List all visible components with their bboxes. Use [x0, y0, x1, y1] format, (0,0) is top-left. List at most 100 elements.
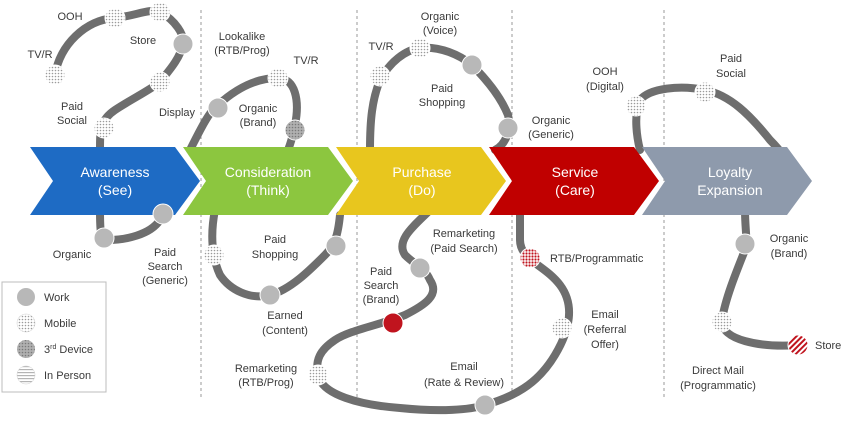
organic-voice-dot [409, 37, 431, 59]
legend-device-label: 3rd Device [44, 344, 93, 356]
stage-purchase-chevron [336, 147, 506, 215]
label-paid-search-generic-line2: Search [148, 261, 183, 273]
label-email-rate-review-line1: Email [450, 361, 478, 373]
label-organic-brand-2-line2: (Brand) [771, 248, 808, 260]
label-paid-shopping-2-line2: Shopping [419, 97, 466, 109]
earned-content-dot [259, 284, 281, 306]
label-ooh-digital-line1: OOH [592, 66, 617, 78]
label-paid-shopping-2-line1: Paid [431, 83, 453, 95]
remarketing-paid-search-dot [409, 257, 431, 279]
label-ooh: OOH [57, 11, 82, 23]
touchpoint-dots [44, 1, 809, 416]
label-email-referral-line3: Offer) [591, 339, 619, 351]
label-remarketing-paid-search-line1: Remarketing [433, 228, 495, 240]
consideration-right-dot [325, 235, 347, 257]
store-dot [172, 33, 194, 55]
rtb-programmatic-dot [519, 247, 541, 269]
label-email-referral-line1: Email [591, 309, 619, 321]
label-organic: Organic [53, 249, 92, 261]
paid-social-dot [93, 117, 115, 139]
direct-mail-dot [711, 311, 733, 333]
organic-brand-2-dot [734, 233, 756, 255]
stage-consideration-chevron [183, 147, 353, 215]
label-display: Display [159, 107, 196, 119]
label-paid-shopping-line2: Shopping [252, 249, 299, 261]
legend-mobile-label: Mobile [44, 318, 76, 330]
paid-search-generic-dot [152, 203, 174, 225]
label-email-rate-review-line2: (Rate & Review) [424, 377, 504, 389]
tv-r-dot [44, 64, 66, 86]
organic-dot [93, 227, 115, 249]
label-organic-voice-line1: Organic [421, 11, 460, 23]
paid-shopping-2-dot [461, 54, 483, 76]
label-store-2: Store [815, 340, 841, 352]
label-paid-search-brand-line1: Paid [370, 266, 392, 278]
legend-device-swatch [17, 340, 35, 358]
paid-search-brand-dot [382, 312, 404, 334]
organic-brand-dot [284, 119, 306, 141]
label-paid-search-brand-line2: Search [364, 280, 399, 292]
tv-r-2-dot [267, 67, 289, 89]
touchpoint-labels: OOH TV/R Store Paid Social Display Organ… [27, 11, 841, 392]
label-paid-search-brand-line3: (Brand) [363, 294, 400, 306]
label-earned-content-line1: Earned [267, 310, 302, 322]
legend-in-person-swatch [16, 365, 36, 385]
label-paid-social-line1: Paid [61, 101, 83, 113]
stage-loyalty-line1: Loyalty [708, 164, 752, 180]
label-store: Store [130, 35, 156, 47]
paid-shopping-dot [203, 244, 225, 266]
label-organic-brand-line2: (Brand) [240, 117, 277, 129]
label-ooh-digital-line2: (Digital) [586, 81, 624, 93]
stage-consideration-line2: (Think) [246, 182, 290, 198]
label-tv-r-3: TV/R [368, 41, 393, 53]
tv-r-3-dot [369, 65, 391, 87]
label-organic-generic-line1: Organic [532, 115, 571, 127]
label-rtb-programmatic: RTB/Programmatic [550, 253, 644, 265]
stage-awareness-line2: (See) [98, 182, 132, 198]
label-lookalike-line1: Lookalike [219, 31, 265, 43]
stage-chevrons: Awareness (See) Consideration (Think) Pu… [30, 147, 812, 215]
label-organic-brand-line1: Organic [239, 103, 278, 115]
lookalike-dot [207, 97, 229, 119]
label-remarketing-paid-search-line2: (Paid Search) [430, 243, 497, 255]
stage-purchase-line1: Purchase [392, 164, 451, 180]
stage-purchase-line2: (Do) [408, 182, 435, 198]
label-paid-shopping-line1: Paid [264, 234, 286, 246]
label-paid-social-line2: Social [57, 115, 87, 127]
label-organic-generic-line2: (Generic) [528, 129, 574, 141]
label-direct-mail-line1: Direct Mail [692, 365, 744, 377]
label-tv-r-2: TV/R [293, 55, 318, 67]
store-top-dot [149, 1, 171, 23]
label-remarketing-rtb-line1: Remarketing [235, 363, 297, 375]
label-paid-social-2-line2: Social [716, 68, 746, 80]
organic-generic-dot [497, 117, 519, 139]
label-lookalike-line2: (RTB/Prog) [214, 45, 269, 57]
label-paid-social-2-line1: Paid [720, 53, 742, 65]
label-remarketing-rtb-line2: (RTB/Prog) [238, 377, 293, 389]
label-organic-brand-2-line1: Organic [770, 233, 809, 245]
store-2-dot [787, 334, 809, 356]
stage-service-chevron [489, 147, 659, 215]
paid-social-2-dot [694, 81, 716, 103]
remarketing-rtb-dot [307, 364, 329, 386]
legend-work-label: Work [44, 292, 70, 304]
stage-service-line1: Service [552, 164, 599, 180]
label-paid-search-generic-line1: Paid [154, 247, 176, 259]
path-purchase-bottom [313, 206, 574, 415]
path-loyalty-bottom [718, 206, 804, 350]
ooh-digital-dot [625, 95, 647, 117]
label-earned-content-line2: (Content) [262, 325, 308, 337]
legend-mobile-swatch [16, 313, 36, 333]
stage-loyalty-chevron [642, 147, 812, 215]
stage-awareness-line1: Awareness [80, 164, 149, 180]
stage-consideration-line1: Consideration [225, 164, 311, 180]
display-dot [149, 71, 171, 93]
label-email-referral-line2: (Referral [584, 324, 627, 336]
ooh-dot [104, 7, 126, 29]
legend-in-person-label: In Person [44, 370, 91, 382]
label-organic-voice-line2: (Voice) [423, 25, 457, 37]
stage-awareness-chevron [30, 147, 200, 215]
label-direct-mail-line2: (Programmatic) [680, 380, 756, 392]
email-rate-review-dot [474, 394, 496, 416]
